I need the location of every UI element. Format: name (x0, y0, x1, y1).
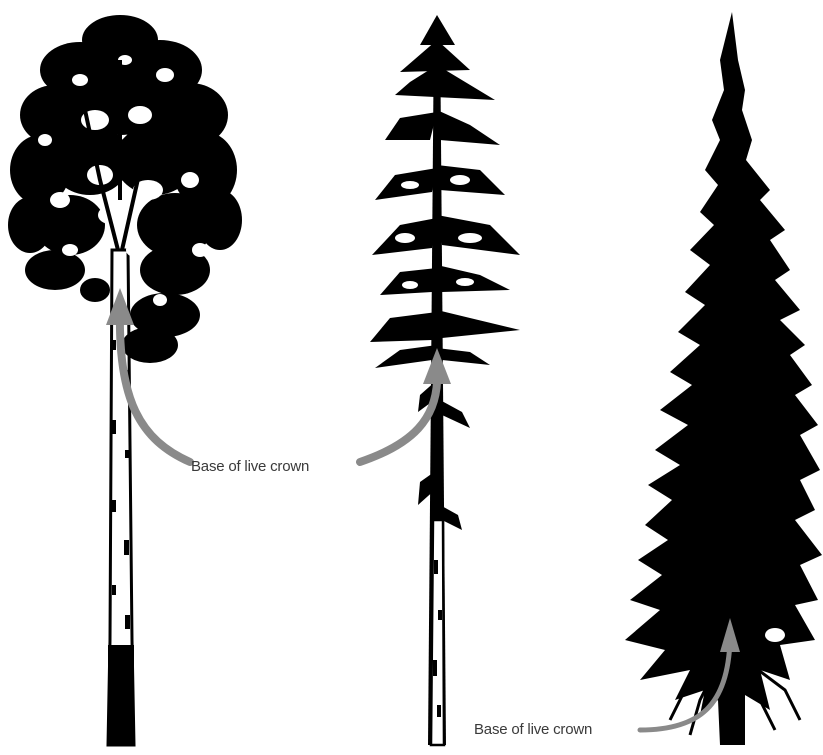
base-of-live-crown-label-1: Base of live crown (191, 458, 309, 475)
tree-3-crown-gap (765, 628, 785, 642)
base-of-live-crown-label-2: Base of live crown (474, 721, 592, 738)
tree-3-dense-conifer (625, 12, 822, 745)
tree-1-trunk-base (108, 645, 134, 745)
tree-2-branch-tiers (370, 15, 520, 530)
tree-3-crown (625, 12, 822, 745)
